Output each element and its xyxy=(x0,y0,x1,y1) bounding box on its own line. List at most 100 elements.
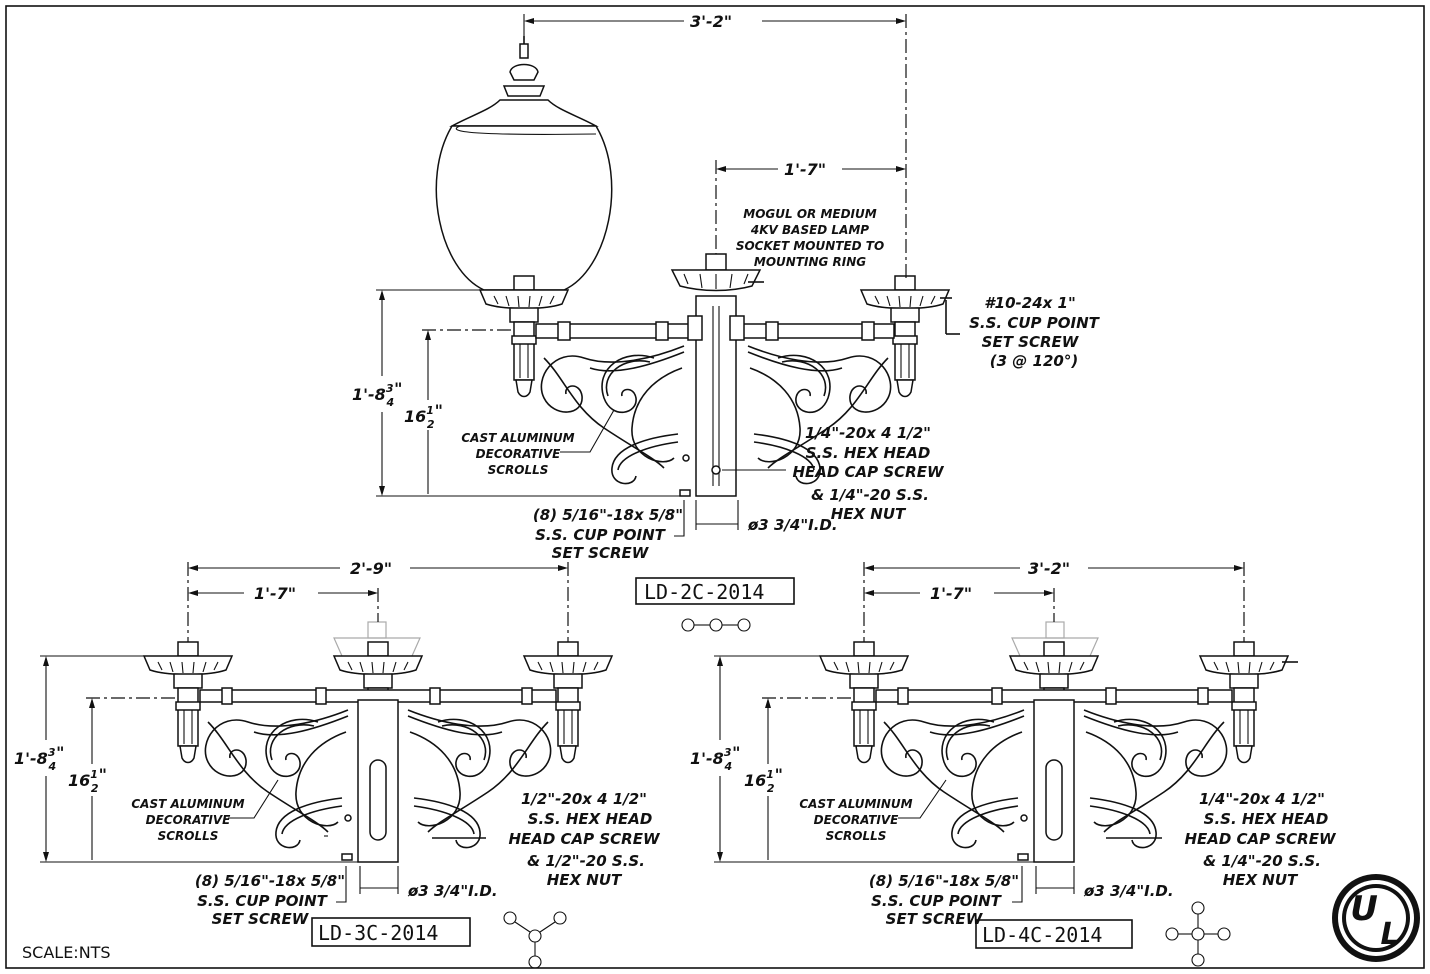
capscrew-note-line: HEX NUT xyxy=(547,871,623,889)
right-notes: CAST ALUMINUM DECORATIVE SCROLLS 1/4"-20… xyxy=(799,779,1337,967)
top-notes: MOGUL OR MEDIUM 4KV BASED LAMP SOCKET MO… xyxy=(461,207,1101,632)
dim-left-overall: 2'-9" xyxy=(350,559,392,578)
frac-num: 3 xyxy=(386,382,394,395)
frac-num: 1 xyxy=(426,404,434,417)
dim-top-arm: 1'-7" xyxy=(784,160,826,179)
ul-letter-l: L xyxy=(1380,917,1399,952)
ul-letter-u: U xyxy=(1350,889,1378,929)
frac-tail: " xyxy=(56,743,64,762)
dim-left-height: 1'-8 xyxy=(14,749,48,768)
capscrew-note-line: S.S. HEX HEAD xyxy=(1204,810,1329,828)
setscrew-note-line: #10-24x 1" xyxy=(984,294,1076,312)
capscrew-note-line: HEAD CAP SCREW xyxy=(1184,830,1337,848)
dim-right-height: 1'-8 xyxy=(690,749,724,768)
two-light-symbol xyxy=(681,618,751,632)
four-light-symbol xyxy=(1165,901,1231,967)
capscrew-note-line: 1/4"-20x 4 1/2" xyxy=(1199,790,1325,808)
cuppoint-note-line: S.S. CUP POINT xyxy=(197,892,329,910)
cuppoint-note-line: SET SCREW xyxy=(552,544,650,562)
scroll-note-line: SCROLLS xyxy=(826,829,887,843)
capscrew-note-line: HEX NUT xyxy=(831,505,907,523)
svg-text:1'-834": 1'-834" xyxy=(352,379,402,409)
dim-right-arm-height: 16 xyxy=(744,771,766,790)
dim-left-arm-height: 16 xyxy=(68,771,90,790)
scroll-note-line: CAST ALUMINUM xyxy=(461,431,574,445)
cuppoint-note-line: SET SCREW xyxy=(212,910,310,928)
capscrew-note-line: HEX NUT xyxy=(1223,871,1299,889)
capscrew-note-line: 1/2"-20x 4 1/2" xyxy=(521,790,647,808)
cuppoint-note-line: S.S. CUP POINT xyxy=(871,892,1003,910)
model-label-left: LD-3C-2014 xyxy=(318,921,438,945)
top-fixture xyxy=(435,36,950,497)
scroll-note-line: DECORATIVE xyxy=(814,813,899,827)
dim-left-arm: 1'-7" xyxy=(254,584,296,603)
socket-note-line: MOGUL OR MEDIUM xyxy=(743,207,876,221)
socket-note-line: SOCKET MOUNTED TO xyxy=(736,239,884,253)
capscrew-note-line: & 1/4"-20 S.S. xyxy=(1203,852,1321,870)
dim-top-overall: 3'-2" xyxy=(690,12,732,31)
id-note: ø3 3/4"I.D. xyxy=(747,516,838,534)
frac-tail: " xyxy=(99,765,107,784)
model-label-top: LD-2C-2014 xyxy=(644,580,764,604)
svg-text:1'-834": 1'-834" xyxy=(690,743,740,773)
dim-right-arm: 1'-7" xyxy=(930,584,972,603)
socket-note-line: MOUNTING RING xyxy=(754,255,866,269)
capscrew-note-line: S.S. HEX HEAD xyxy=(806,444,931,462)
id-note: ø3 3/4"I.D. xyxy=(1083,882,1174,900)
frac-tail: " xyxy=(732,743,740,762)
cuppoint-note-line: SET SCREW xyxy=(886,910,984,928)
frac-den: 4 xyxy=(47,760,56,773)
frac-num: 3 xyxy=(724,746,732,759)
capscrew-note-line: 1/4"-20x 4 1/2" xyxy=(805,424,931,442)
frac-den: 4 xyxy=(723,760,732,773)
scroll-note-line: DECORATIVE xyxy=(476,447,561,461)
capscrew-note-line: & 1/2"-20 S.S. xyxy=(527,852,645,870)
left-notes: CAST ALUMINUM DECORATIVE SCROLLS 1/2"-20… xyxy=(131,779,661,969)
right-fixture xyxy=(819,621,1298,863)
frac-tail: " xyxy=(775,765,783,784)
cuppoint-note-line: S.S. CUP POINT xyxy=(535,526,667,544)
scroll-note-line: SCROLLS xyxy=(158,829,219,843)
frac-den: 4 xyxy=(385,396,394,409)
scale-label: SCALE:NTS xyxy=(22,943,111,962)
setscrew-note-line: S.S. CUP POINT xyxy=(969,314,1101,332)
left-fixture xyxy=(143,621,613,863)
frac-num: 3 xyxy=(48,746,56,759)
frac-tail: " xyxy=(394,379,402,398)
cuppoint-note-line: (8) 5/16"-18x 5/8" xyxy=(533,506,683,524)
scroll-note-line: SCROLLS xyxy=(488,463,549,477)
capscrew-note-line: HEAD CAP SCREW xyxy=(508,830,661,848)
frac-den: 2 xyxy=(767,782,775,795)
capscrew-note-line: & 1/4"-20 S.S. xyxy=(811,486,929,504)
id-note: ø3 3/4"I.D. xyxy=(407,882,498,900)
setscrew-note-line: (3 @ 120°) xyxy=(990,352,1078,370)
scroll-note-line: DECORATIVE xyxy=(146,813,231,827)
socket-note-line: 4KV BASED LAMP xyxy=(750,223,869,237)
dim-top-height: 1'-8 xyxy=(352,385,386,404)
cuppoint-note-line: (8) 5/16"-18x 5/8" xyxy=(195,872,345,890)
acorn-globe xyxy=(435,36,613,291)
capscrew-note-line: S.S. HEX HEAD xyxy=(528,810,653,828)
dim-top-arm-height: 16 xyxy=(404,407,426,426)
frac-den: 2 xyxy=(427,418,435,431)
center-socket xyxy=(670,253,764,292)
cuppoint-note-line: (8) 5/16"-18x 5/8" xyxy=(869,872,1019,890)
ul-logo: U L xyxy=(1332,874,1420,962)
sheet-border xyxy=(5,5,1425,969)
frac-den: 2 xyxy=(91,782,99,795)
model-label-right: LD-4C-2014 xyxy=(982,923,1102,947)
scroll-note-line: CAST ALUMINUM xyxy=(799,797,912,811)
frac-tail: " xyxy=(435,401,443,420)
three-light-symbol xyxy=(503,911,567,969)
dim-right-overall: 3'-2" xyxy=(1028,559,1070,578)
setscrew-note-line: SET SCREW xyxy=(982,333,1080,351)
scroll-note-line: CAST ALUMINUM xyxy=(131,797,244,811)
frac-num: 1 xyxy=(90,768,98,781)
